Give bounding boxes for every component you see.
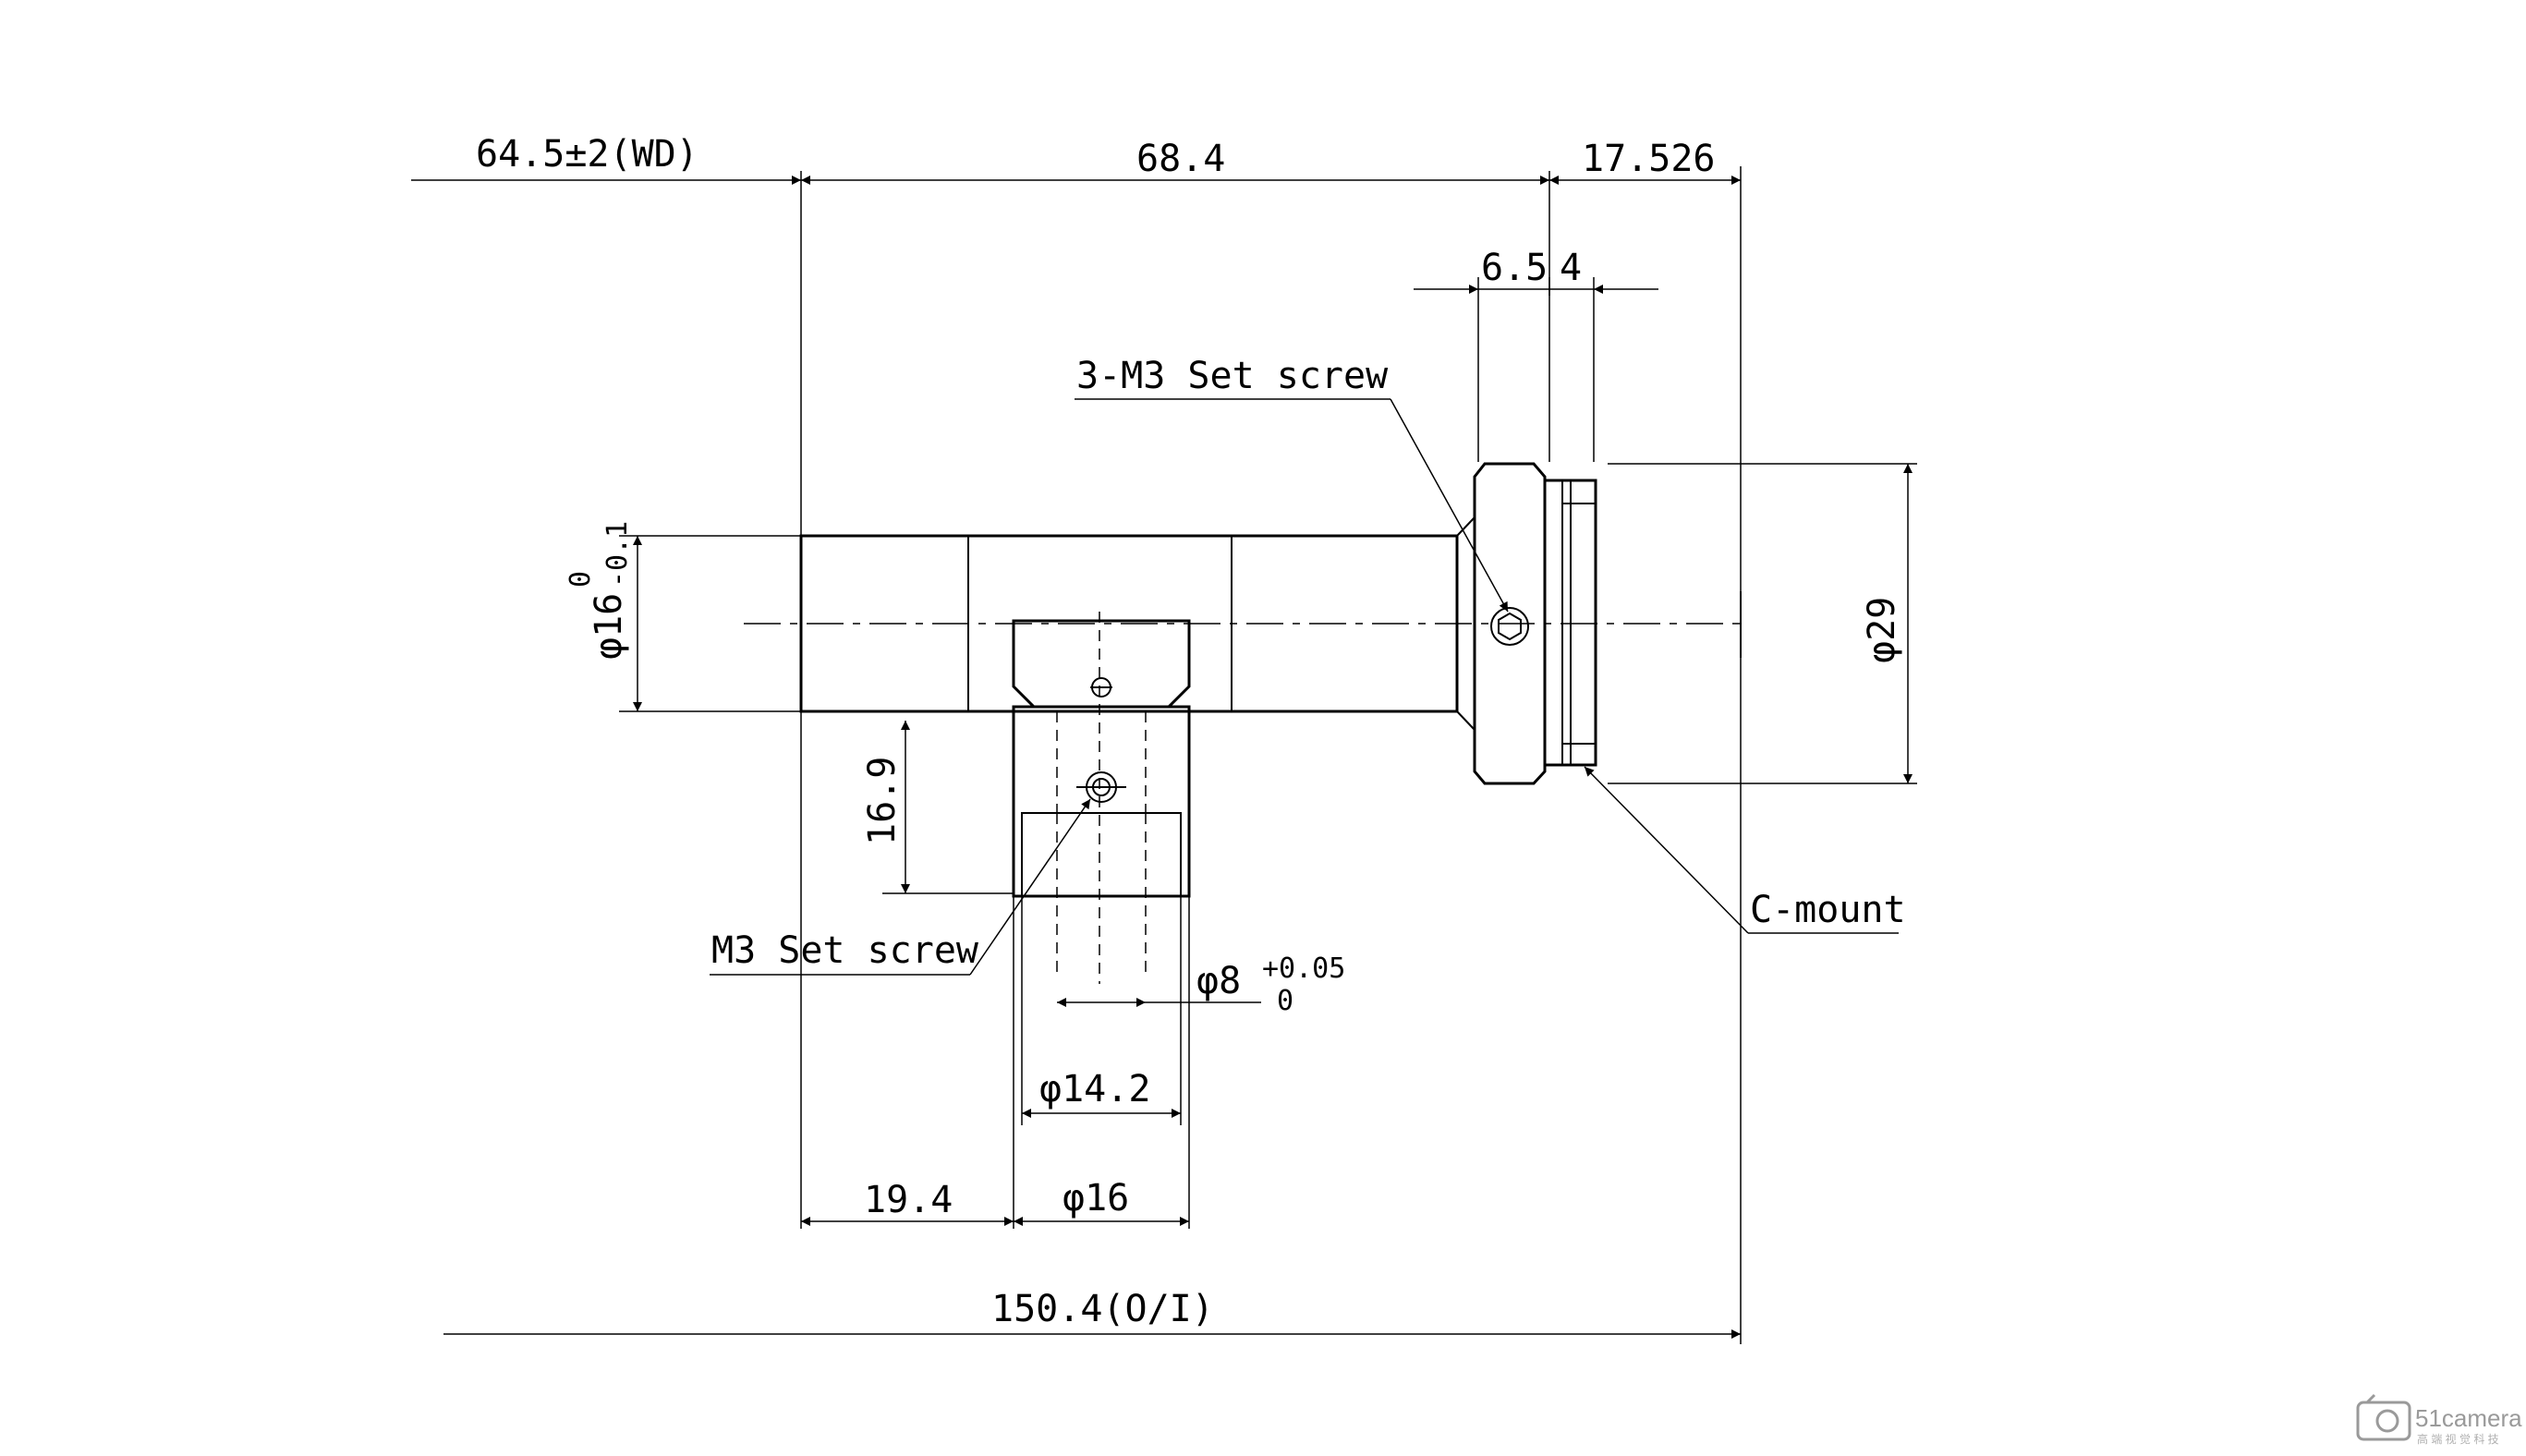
- svg-text:φ16: φ16: [588, 593, 630, 660]
- svg-text:+0.05: +0.05: [1262, 952, 1345, 985]
- dim-tube-dia: φ16 0 -0.1: [565, 521, 634, 660]
- dim-4: 4: [1560, 247, 1582, 289]
- extension-lines: [619, 166, 1917, 1344]
- svg-text:φ8: φ8: [1196, 960, 1241, 1002]
- port-set-screw-icon: [1076, 771, 1126, 803]
- c-mount-flange: [1456, 462, 1597, 785]
- dim-wd: 64.5±2(WD): [476, 133, 698, 176]
- svg-text:-0.1: -0.1: [601, 521, 634, 588]
- label-m3-set-screw: M3 Set screw: [711, 929, 979, 972]
- watermark-tagline: 高 端 视 觉 科 技: [2417, 1432, 2499, 1446]
- dim-total: 150.4(O/I): [991, 1288, 1214, 1330]
- dimension-lines: [411, 176, 1913, 1339]
- dim-mount-offset: 17.526: [1582, 138, 1716, 180]
- dim-port-height: 16.9: [861, 757, 904, 845]
- dim-body-length: 68.4: [1136, 138, 1225, 180]
- dim-6-5: 6.5: [1481, 247, 1548, 289]
- camera-icon: [2356, 1393, 2411, 1441]
- leader-lines: [710, 398, 1899, 976]
- svg-text:0: 0: [1277, 985, 1293, 1017]
- dim-port-dia: φ16: [1063, 1177, 1129, 1219]
- dim-mount-dia: φ29: [1861, 597, 1903, 663]
- label-c-mount: C-mount: [1750, 889, 1906, 931]
- svg-text:0: 0: [565, 571, 597, 588]
- dim-fiber-dia: φ8 +0.05 0: [1196, 952, 1345, 1017]
- side-port: [1012, 612, 1191, 984]
- dim-port-offset: 19.4: [864, 1179, 953, 1221]
- dim-port-inner-dia: φ14.2: [1039, 1068, 1150, 1110]
- watermark-logo: 51camera 高 端 视 觉 科 技: [2356, 1393, 2522, 1446]
- label-3-m3-set-screw: 3-M3 Set screw: [1076, 355, 1389, 397]
- watermark-brand: 51camera: [2415, 1404, 2522, 1432]
- hex-socket-set-screw-icon: [1490, 607, 1529, 646]
